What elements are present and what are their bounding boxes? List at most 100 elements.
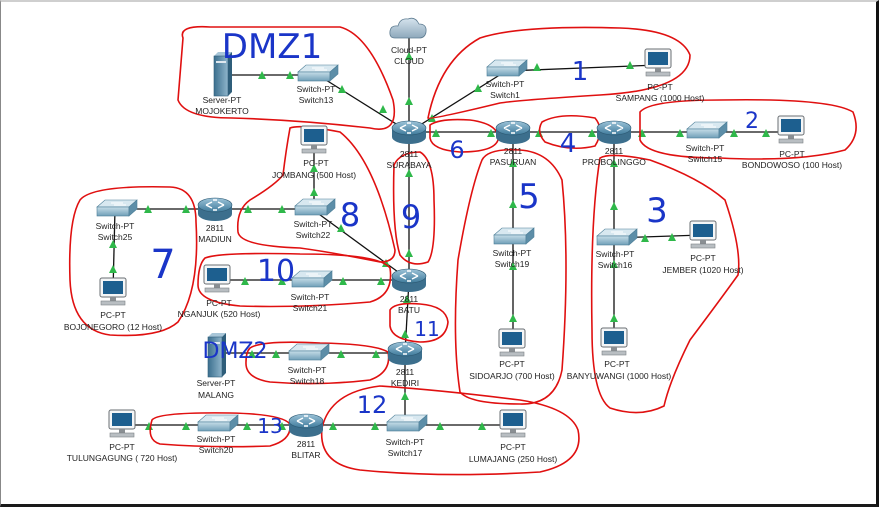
device-name-label: LUMAJANG (250 Host) [469, 454, 557, 464]
port-indicator [487, 129, 495, 137]
port-indicator [248, 350, 256, 358]
device-name-label: SURABAYA [386, 160, 431, 170]
device-name-label: BLITAR [291, 450, 320, 460]
annotation-8: 8 [340, 196, 360, 234]
device-type-label: Switch-PT [297, 84, 336, 94]
port-indicator [641, 234, 649, 242]
switch-icon[interactable] [294, 198, 336, 216]
cloud-icon[interactable] [389, 17, 427, 39]
switch-icon[interactable] [596, 228, 638, 246]
port-indicator [243, 422, 251, 430]
port-indicator [286, 71, 294, 79]
port-indicator [109, 265, 117, 273]
device-name-label: Switch21 [293, 303, 328, 313]
switch-icon[interactable] [686, 121, 728, 139]
port-indicator [278, 422, 286, 430]
pc-icon[interactable] [644, 48, 672, 77]
device-type-label: PC-PT [206, 298, 232, 308]
pc-icon[interactable] [689, 220, 717, 249]
zone-2 [639, 98, 857, 160]
zone-9 [392, 151, 436, 265]
router-icon[interactable] [391, 268, 427, 293]
switch-icon[interactable] [197, 414, 239, 432]
port-indicator [241, 277, 249, 285]
link [408, 70, 507, 133]
device-type-label: Cloud-PT [391, 45, 427, 55]
zone-5 [454, 148, 567, 405]
port-indicator [509, 262, 517, 270]
port-indicator [337, 350, 345, 358]
pc-icon[interactable] [99, 277, 127, 306]
link [311, 208, 410, 281]
port-indicator [474, 84, 482, 92]
zone-outlines [68, 25, 857, 476]
device-type-label: Switch-PT [96, 221, 135, 231]
device-name-label: Switch25 [98, 232, 133, 242]
port-indicator [610, 202, 618, 210]
zone-8 [236, 125, 396, 263]
device-type-label: 2811 [396, 367, 415, 377]
port-indicator [244, 205, 252, 213]
zone-7 [68, 185, 198, 337]
switch-icon[interactable] [96, 199, 138, 217]
port-indicators [109, 52, 770, 430]
port-indicator [405, 249, 413, 257]
zone-12 [320, 385, 580, 476]
router-icon[interactable] [197, 197, 233, 222]
device-name-label: Switch20 [199, 445, 234, 455]
switch-icon[interactable] [486, 59, 528, 77]
switch-icon[interactable] [291, 270, 333, 288]
device-type-label: PC-PT [604, 359, 630, 369]
annotation-7: 7 [150, 242, 175, 288]
pc-icon[interactable] [499, 409, 527, 438]
pc-icon[interactable] [203, 264, 231, 293]
router-icon[interactable] [288, 413, 324, 438]
switch-icon[interactable] [297, 64, 339, 82]
pc-icon[interactable] [300, 125, 328, 154]
device-name-label: BOJONEGORO (12 Host) [64, 322, 162, 332]
device-name-label: NGANJUK (520 Host) [178, 309, 261, 319]
port-indicator [509, 314, 517, 322]
switch-icon[interactable] [493, 227, 535, 245]
annotation-6: 6 [449, 136, 464, 164]
device-name-label: Switch1 [490, 90, 520, 100]
device-name-label: KEDIRI [391, 378, 419, 388]
link [404, 279, 410, 354]
device-type-label: Switch-PT [493, 248, 532, 258]
router-icon[interactable] [596, 120, 632, 145]
port-indicator [329, 422, 337, 430]
device-name-label: CLOUD [394, 56, 424, 66]
port-indicator [310, 188, 318, 196]
annotation-13: 13 [257, 414, 282, 438]
switch-icon[interactable] [288, 343, 330, 361]
zone-11 [389, 302, 449, 343]
port-indicator [182, 422, 190, 430]
port-indicator [478, 422, 486, 430]
device-name-label: Switch17 [388, 448, 423, 458]
pc-icon[interactable] [108, 409, 136, 438]
pc-icon[interactable] [777, 115, 805, 144]
router-icon[interactable] [495, 120, 531, 145]
port-indicator [403, 295, 411, 303]
router-icon[interactable] [387, 341, 423, 366]
pc-icon[interactable] [498, 328, 526, 357]
annotation-dmz2: DMZ2 [203, 339, 268, 364]
port-indicator [762, 129, 770, 137]
device-type-label: 2811 [504, 146, 523, 156]
device-type-label: PC-PT [499, 359, 525, 369]
zone-13 [149, 412, 291, 448]
device-name-label: JOMBANG (500 Host) [272, 170, 356, 180]
router-icon[interactable] [391, 120, 427, 145]
port-indicator [676, 129, 684, 137]
annotation-9: 9 [401, 198, 421, 236]
port-indicator [272, 350, 280, 358]
annotation-11: 11 [414, 317, 439, 341]
device-type-label: PC-PT [690, 253, 716, 263]
device-name-label: MADIUN [198, 234, 232, 244]
pc-icon[interactable] [600, 327, 628, 356]
switch-icon[interactable] [386, 414, 428, 432]
port-indicator [338, 85, 346, 93]
zone-dmz1 [177, 25, 395, 130]
